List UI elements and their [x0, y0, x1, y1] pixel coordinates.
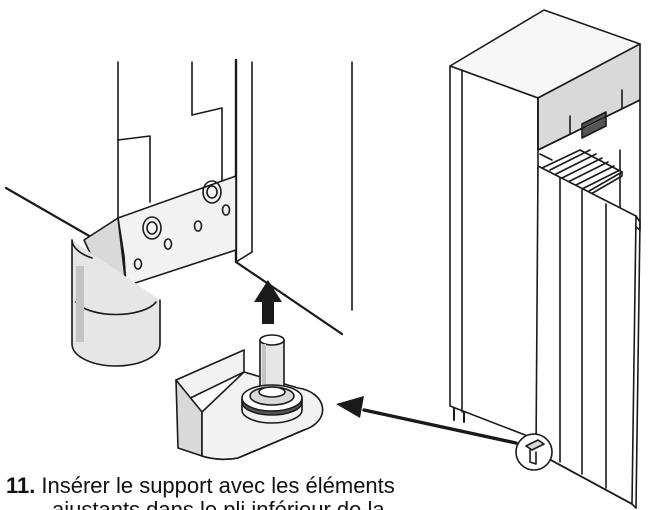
instruction-line-1: Insérer le support avec les éléments — [41, 474, 395, 498]
detail-callout-circle — [515, 433, 553, 471]
pointer-arrow-icon — [336, 396, 518, 445]
adjuster-nut — [241, 384, 303, 424]
cabinet-door — [535, 165, 641, 509]
wire-shelf — [541, 149, 623, 199]
bolt-right — [202, 180, 222, 204]
instruction-text: 11.Insérer le support avec les éléments … — [6, 474, 646, 510]
cabinet-corner-detail — [4, 58, 353, 367]
step-number: 11. — [6, 474, 36, 498]
foot-cylinder — [71, 239, 161, 367]
instruction-line-2: ajustants dans le pli inférieur de la — [52, 497, 385, 510]
up-arrow-icon — [254, 280, 282, 324]
bolt-left — [142, 216, 162, 240]
refrigerator-cabinet — [449, 9, 641, 509]
support-bracket — [175, 334, 324, 461]
